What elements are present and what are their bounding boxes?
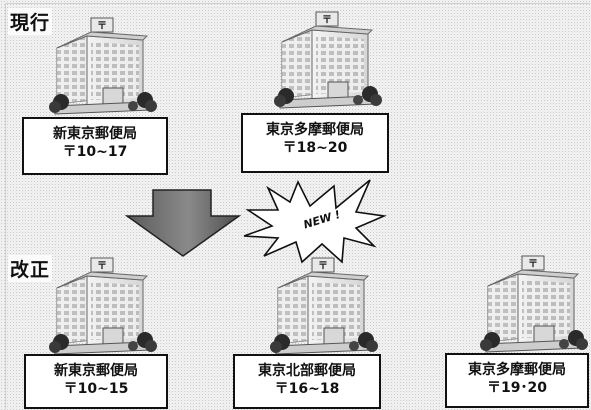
- office-box: 東京多摩郵便局 〒19･20: [445, 353, 589, 408]
- post-office-building-icon: [478, 252, 588, 356]
- office-name: 東京多摩郵便局: [266, 122, 364, 138]
- diagram-frame: [5, 3, 590, 409]
- office-box: 東京北部郵便局 〒16~18: [233, 354, 381, 409]
- office-name: 新東京郵便局: [53, 126, 137, 142]
- post-office-building-icon: [47, 14, 157, 118]
- starburst-icon: [243, 179, 387, 264]
- office-name: 東京北部郵便局: [258, 363, 356, 379]
- post-office-building-icon: [272, 8, 382, 112]
- current-section-label: 現行: [8, 8, 53, 35]
- post-office-building-icon: [268, 254, 378, 358]
- office-zip-range: 〒10~17: [62, 144, 128, 160]
- office-zip-range: 〒10~15: [63, 381, 129, 397]
- office-box: 東京多摩郵便局 〒18~20: [241, 113, 389, 173]
- office-box: 新東京郵便局 〒10~15: [24, 354, 168, 409]
- office-zip-range: 〒18~20: [282, 140, 348, 156]
- post-office-building-icon: [47, 254, 157, 358]
- office-zip-range: 〒16~18: [274, 381, 340, 397]
- office-name: 東京多摩郵便局: [468, 362, 566, 378]
- office-zip-range: 〒19･20: [487, 380, 547, 396]
- revised-section-label: 改正: [8, 255, 53, 282]
- office-name: 新東京郵便局: [54, 363, 138, 379]
- down-arrow-icon: [124, 189, 242, 257]
- office-box: 新東京郵便局 〒10~17: [22, 117, 168, 175]
